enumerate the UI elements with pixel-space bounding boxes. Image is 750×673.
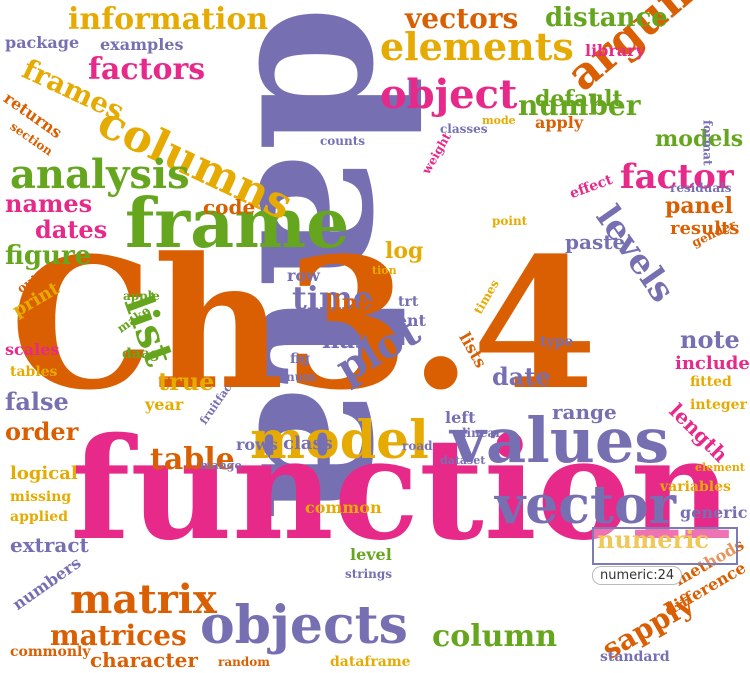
cloud-word-variables[interactable]: variables — [660, 479, 731, 495]
cloud-word-row[interactable]: row — [287, 266, 320, 285]
cloud-word-strings[interactable]: strings — [345, 567, 393, 581]
cloud-word-rows[interactable]: rows — [236, 435, 278, 454]
cloud-word-factors[interactable]: factors — [88, 52, 206, 87]
cloud-word-values[interactable]: values — [450, 404, 670, 477]
cloud-word-package[interactable]: package — [5, 33, 80, 52]
cloud-word-log[interactable]: log — [385, 238, 424, 264]
cloud-word-fitted[interactable]: fitted — [690, 374, 732, 390]
cloud-word-generic[interactable]: generic — [680, 503, 748, 522]
cloud-word-examples[interactable]: examples — [100, 35, 184, 54]
cloud-word-commonly[interactable]: commonly — [10, 644, 91, 660]
hover-highlight-box — [592, 527, 738, 565]
cloud-word-time[interactable]: time — [292, 279, 374, 317]
cloud-word-matrix[interactable]: matrix — [70, 576, 217, 623]
cloud-word-library[interactable]: library — [585, 41, 645, 60]
cloud-word-type[interactable]: type — [540, 334, 574, 350]
cloud-word-default[interactable]: default — [535, 86, 623, 112]
cloud-word-apply[interactable]: apply — [535, 113, 584, 132]
cloud-word-models[interactable]: models — [655, 126, 744, 152]
cloud-word-matrices[interactable]: matrices — [50, 619, 187, 652]
cloud-word-analysis[interactable]: analysis — [10, 151, 190, 198]
cloud-word-character[interactable]: character — [90, 648, 198, 672]
cloud-word-daag[interactable]: daag — [122, 346, 160, 362]
cloud-word-integer[interactable]: integer — [690, 397, 747, 413]
cloud-word-counts[interactable]: counts — [320, 134, 366, 148]
cloud-word-standard[interactable]: standard — [600, 649, 670, 665]
cloud-word-model[interactable]: model — [250, 410, 429, 471]
cloud-word-vectors[interactable]: vectors — [405, 2, 519, 35]
cloud-word-vector[interactable]: vector — [495, 475, 677, 536]
cloud-word-missing[interactable]: missing — [10, 489, 72, 505]
cloud-word-number[interactable]: number — [518, 89, 641, 122]
cloud-word-class[interactable]: class — [283, 433, 333, 454]
cloud-word-scales[interactable]: scales — [5, 340, 60, 359]
cloud-word-true[interactable]: true — [158, 367, 215, 396]
cloud-word-format[interactable]: format — [700, 120, 715, 166]
cloud-word-code[interactable]: code — [203, 195, 256, 219]
cloud-word-column[interactable]: column — [432, 619, 558, 654]
cloud-word-date[interactable]: date — [492, 362, 551, 391]
cloud-word-element[interactable]: element — [695, 461, 745, 474]
cloud-word-function[interactable]: function — [70, 408, 733, 572]
cloud-word-linear[interactable]: linear — [462, 426, 502, 440]
cloud-word-cent[interactable]: cent — [387, 311, 426, 330]
cloud-word-trt[interactable]: trt — [398, 294, 419, 310]
cloud-word-frame[interactable]: frame — [125, 184, 350, 264]
cloud-word-mango[interactable]: mango — [200, 459, 242, 472]
cloud-word-elements[interactable]: elements — [380, 24, 574, 69]
cloud-word-objects[interactable]: objects — [200, 595, 408, 656]
cloud-word-mode[interactable]: mode — [482, 114, 516, 127]
cloud-word-tables[interactable]: tables — [10, 364, 58, 380]
cloud-word-panel[interactable]: panel — [665, 193, 733, 219]
cloud-word-fig[interactable]: fig — [290, 351, 310, 367]
cloud-word-information[interactable]: information — [68, 2, 269, 37]
cloud-word-paste[interactable]: paste — [565, 230, 626, 254]
cloud-word-tion[interactable]: tion — [372, 264, 397, 277]
cloud-word-dataset[interactable]: dataset — [440, 454, 486, 467]
cloud-word-num[interactable]: num — [286, 370, 317, 384]
cloud-word-ch3-4[interactable]: Ch3.4 — [10, 219, 598, 430]
cloud-word-object[interactable]: object — [380, 71, 518, 118]
cloud-word-order[interactable]: order — [5, 417, 79, 446]
cloud-word-common[interactable]: common — [305, 498, 382, 517]
cloud-word-figure[interactable]: figure — [5, 241, 92, 271]
cloud-word-line[interactable]: line — [325, 290, 372, 316]
cloud-word-include[interactable]: include — [675, 353, 750, 374]
cloud-word-range[interactable]: range — [552, 400, 617, 424]
cloud-word-classes[interactable]: classes — [440, 122, 488, 136]
cloud-word-distance[interactable]: distance — [545, 3, 668, 33]
cloud-word-note[interactable]: note — [680, 325, 740, 354]
cloud-word-left[interactable]: left — [445, 408, 476, 427]
cloud-word-numeric[interactable]: numeric — [597, 525, 709, 554]
word-tooltip: numeric:24 — [592, 566, 683, 585]
cloud-word-applied[interactable]: applied — [10, 509, 68, 525]
cloud-word-residuals[interactable]: residuals — [670, 181, 732, 195]
cloud-word-dataframe[interactable]: dataframe — [330, 654, 411, 670]
cloud-word-point[interactable]: point — [492, 214, 528, 228]
cloud-word-effect[interactable]: effect — [567, 171, 615, 203]
cloud-word-factor[interactable]: factor — [620, 157, 734, 197]
cloud-word-level[interactable]: level — [350, 545, 392, 564]
cloud-word-dates[interactable]: dates — [35, 215, 108, 244]
cloud-word-road[interactable]: road — [402, 439, 433, 453]
cloud-word-results[interactable]: results — [670, 218, 740, 239]
cloud-word-random[interactable]: random — [218, 655, 270, 669]
cloud-word-apple[interactable]: apple — [123, 289, 160, 303]
cloud-word-table[interactable]: table — [150, 442, 235, 477]
cloud-word-year[interactable]: year — [145, 395, 184, 414]
cloud-word-names[interactable]: names — [5, 189, 93, 218]
cloud-word-logical[interactable]: logical — [10, 463, 78, 484]
cloud-word-extract[interactable]: extract — [10, 533, 89, 557]
cloud-word-nas[interactable]: nas — [322, 325, 369, 354]
cloud-word-false[interactable]: false — [5, 387, 69, 416]
